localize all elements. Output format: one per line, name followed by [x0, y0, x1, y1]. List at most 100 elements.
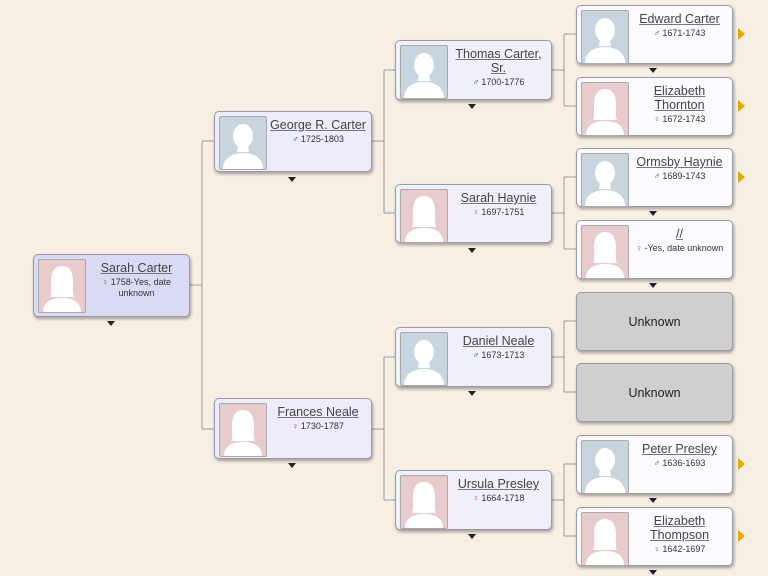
female-silhouette-icon	[400, 475, 448, 529]
female-symbol-icon: ♀	[102, 277, 109, 287]
life-dates-text: 1664-1718	[481, 493, 525, 503]
female-silhouette-icon	[581, 82, 629, 136]
person-info: Edward Carter ♂1671-1743	[631, 12, 728, 39]
life-dates: ♂1673-1713	[450, 350, 547, 361]
male-silhouette-icon	[400, 332, 448, 386]
expand-ancestors-arrow[interactable]	[738, 171, 745, 183]
female-silhouette-icon	[38, 259, 86, 313]
expand-children-arrow[interactable]	[468, 104, 476, 109]
unknown-person-card[interactable]: Unknown	[576, 292, 733, 351]
person-name-link[interactable]: Daniel Neale	[462, 334, 535, 348]
person-card-frances-neale[interactable]: Frances Neale ♀1730-1787	[214, 398, 372, 459]
expand-children-arrow[interactable]	[468, 248, 476, 253]
life-dates-text: 1672-1743	[662, 114, 706, 124]
person-info: George R. Carter ♂1725-1803	[269, 118, 367, 145]
person-name-link[interactable]: //	[676, 227, 683, 241]
person-info: // ♀-Yes, date unknown	[631, 227, 728, 254]
male-symbol-icon: ♂	[292, 134, 299, 144]
person-card-ursula-presley[interactable]: Ursula Presley ♀1664-1718	[395, 470, 552, 530]
person-name-link[interactable]: Edward Carter	[639, 12, 720, 26]
person-info: Ursula Presley ♀1664-1718	[450, 477, 547, 504]
person-card-thomas-carter-sr[interactable]: Thomas Carter, Sr. ♂1700-1776	[395, 40, 552, 100]
expand-ancestors-arrow[interactable]	[738, 28, 745, 40]
female-silhouette-icon	[400, 189, 448, 243]
person-info: Sarah Carter ♀1758-Yes, date unknown	[88, 261, 185, 299]
male-silhouette-icon	[400, 45, 448, 99]
person-name-link[interactable]: Elizabeth Thornton	[653, 84, 706, 112]
life-dates-text: 1730-1787	[300, 421, 344, 431]
life-dates-text: 1671-1743	[662, 28, 706, 38]
life-dates: ♂1636-1693	[631, 458, 728, 469]
person-name-link[interactable]: Ormsby Haynie	[636, 155, 723, 169]
female-silhouette-icon	[581, 225, 629, 279]
life-dates-text: 1758-Yes, date unknown	[110, 277, 171, 298]
person-name-link[interactable]: Sarah Haynie	[460, 191, 537, 205]
person-name-link[interactable]: Frances Neale	[277, 405, 359, 419]
person-info: Frances Neale ♀1730-1787	[269, 405, 367, 432]
person-info: Thomas Carter, Sr. ♂1700-1776	[450, 47, 547, 88]
life-dates-text: 1642-1697	[662, 544, 706, 554]
person-card-george-r-carter[interactable]: George R. Carter ♂1725-1803	[214, 111, 372, 172]
person-card-edward-carter[interactable]: Edward Carter ♂1671-1743	[576, 5, 733, 64]
unknown-person-card[interactable]: Unknown	[576, 363, 733, 422]
expand-children-arrow[interactable]	[649, 211, 657, 216]
expand-children-arrow[interactable]	[468, 391, 476, 396]
person-name-link[interactable]: Peter Presley	[641, 442, 718, 456]
male-symbol-icon: ♂	[653, 28, 661, 38]
life-dates: ♀1758-Yes, date unknown	[88, 277, 185, 299]
male-symbol-icon: ♂	[653, 171, 661, 181]
male-silhouette-icon	[581, 153, 629, 207]
expand-children-arrow[interactable]	[649, 68, 657, 73]
life-dates: ♂1700-1776	[450, 77, 547, 88]
expand-children-arrow[interactable]	[649, 570, 657, 575]
female-symbol-icon: ♀	[472, 493, 480, 503]
life-dates: ♂1689-1743	[631, 171, 728, 182]
person-card-elizabeth-thornton[interactable]: Elizabeth Thornton ♀1672-1743	[576, 77, 733, 136]
female-silhouette-icon	[581, 512, 629, 566]
person-card-peter-presley[interactable]: Peter Presley ♂1636-1693	[576, 435, 733, 494]
person-card-daniel-neale[interactable]: Daniel Neale ♂1673-1713	[395, 327, 552, 387]
person-info: Daniel Neale ♂1673-1713	[450, 334, 547, 361]
expand-children-arrow[interactable]	[288, 463, 296, 468]
life-dates: ♀-Yes, date unknown	[631, 243, 728, 254]
female-symbol-icon: ♀	[653, 114, 661, 124]
expand-children-arrow[interactable]	[649, 283, 657, 288]
male-symbol-icon: ♂	[472, 77, 480, 87]
life-dates: ♀1672-1743	[631, 114, 728, 125]
expand-children-arrow[interactable]	[649, 498, 657, 503]
expand-ancestors-arrow[interactable]	[738, 100, 745, 112]
person-info: Elizabeth Thornton ♀1672-1743	[631, 84, 728, 125]
person-name-link[interactable]: Ursula Presley	[457, 477, 540, 491]
life-dates-text: 1689-1743	[662, 171, 706, 181]
life-dates-text: 1697-1751	[481, 207, 525, 217]
unknown-label: Unknown	[628, 314, 681, 329]
expand-children-arrow[interactable]	[468, 534, 476, 539]
male-symbol-icon: ♂	[472, 350, 480, 360]
person-card-unnamed[interactable]: // ♀-Yes, date unknown	[576, 220, 733, 279]
life-dates-text: 1673-1713	[481, 350, 525, 360]
expand-children-arrow[interactable]	[288, 177, 296, 182]
person-card-ormsby-haynie[interactable]: Ormsby Haynie ♂1689-1743	[576, 148, 733, 207]
life-dates: ♂1725-1803	[269, 134, 367, 145]
person-card-sarah-carter[interactable]: Sarah Carter ♀1758-Yes, date unknown	[33, 254, 190, 317]
person-info: Ormsby Haynie ♂1689-1743	[631, 155, 728, 182]
male-silhouette-icon	[581, 10, 629, 64]
person-name-link[interactable]: George R. Carter	[270, 118, 366, 132]
female-symbol-icon: ♀	[472, 207, 480, 217]
life-dates-text: 1700-1776	[481, 77, 525, 87]
person-name-link[interactable]: Elizabeth Thompson	[649, 514, 710, 542]
male-silhouette-icon	[581, 440, 629, 494]
female-symbol-icon: ♀	[653, 544, 661, 554]
life-dates: ♂1671-1743	[631, 28, 728, 39]
expand-children-arrow[interactable]	[107, 321, 115, 326]
female-symbol-icon: ♀	[292, 421, 299, 431]
person-name-link[interactable]: Sarah Carter	[100, 261, 173, 275]
person-card-sarah-haynie[interactable]: Sarah Haynie ♀1697-1751	[395, 184, 552, 243]
expand-ancestors-arrow[interactable]	[738, 530, 745, 542]
expand-ancestors-arrow[interactable]	[738, 458, 745, 470]
person-card-elizabeth-thompson[interactable]: Elizabeth Thompson ♀1642-1697	[576, 507, 733, 566]
person-name-link[interactable]: Thomas Carter, Sr.	[455, 47, 542, 75]
unknown-label: Unknown	[628, 385, 681, 400]
life-dates: ♀1730-1787	[269, 421, 367, 432]
